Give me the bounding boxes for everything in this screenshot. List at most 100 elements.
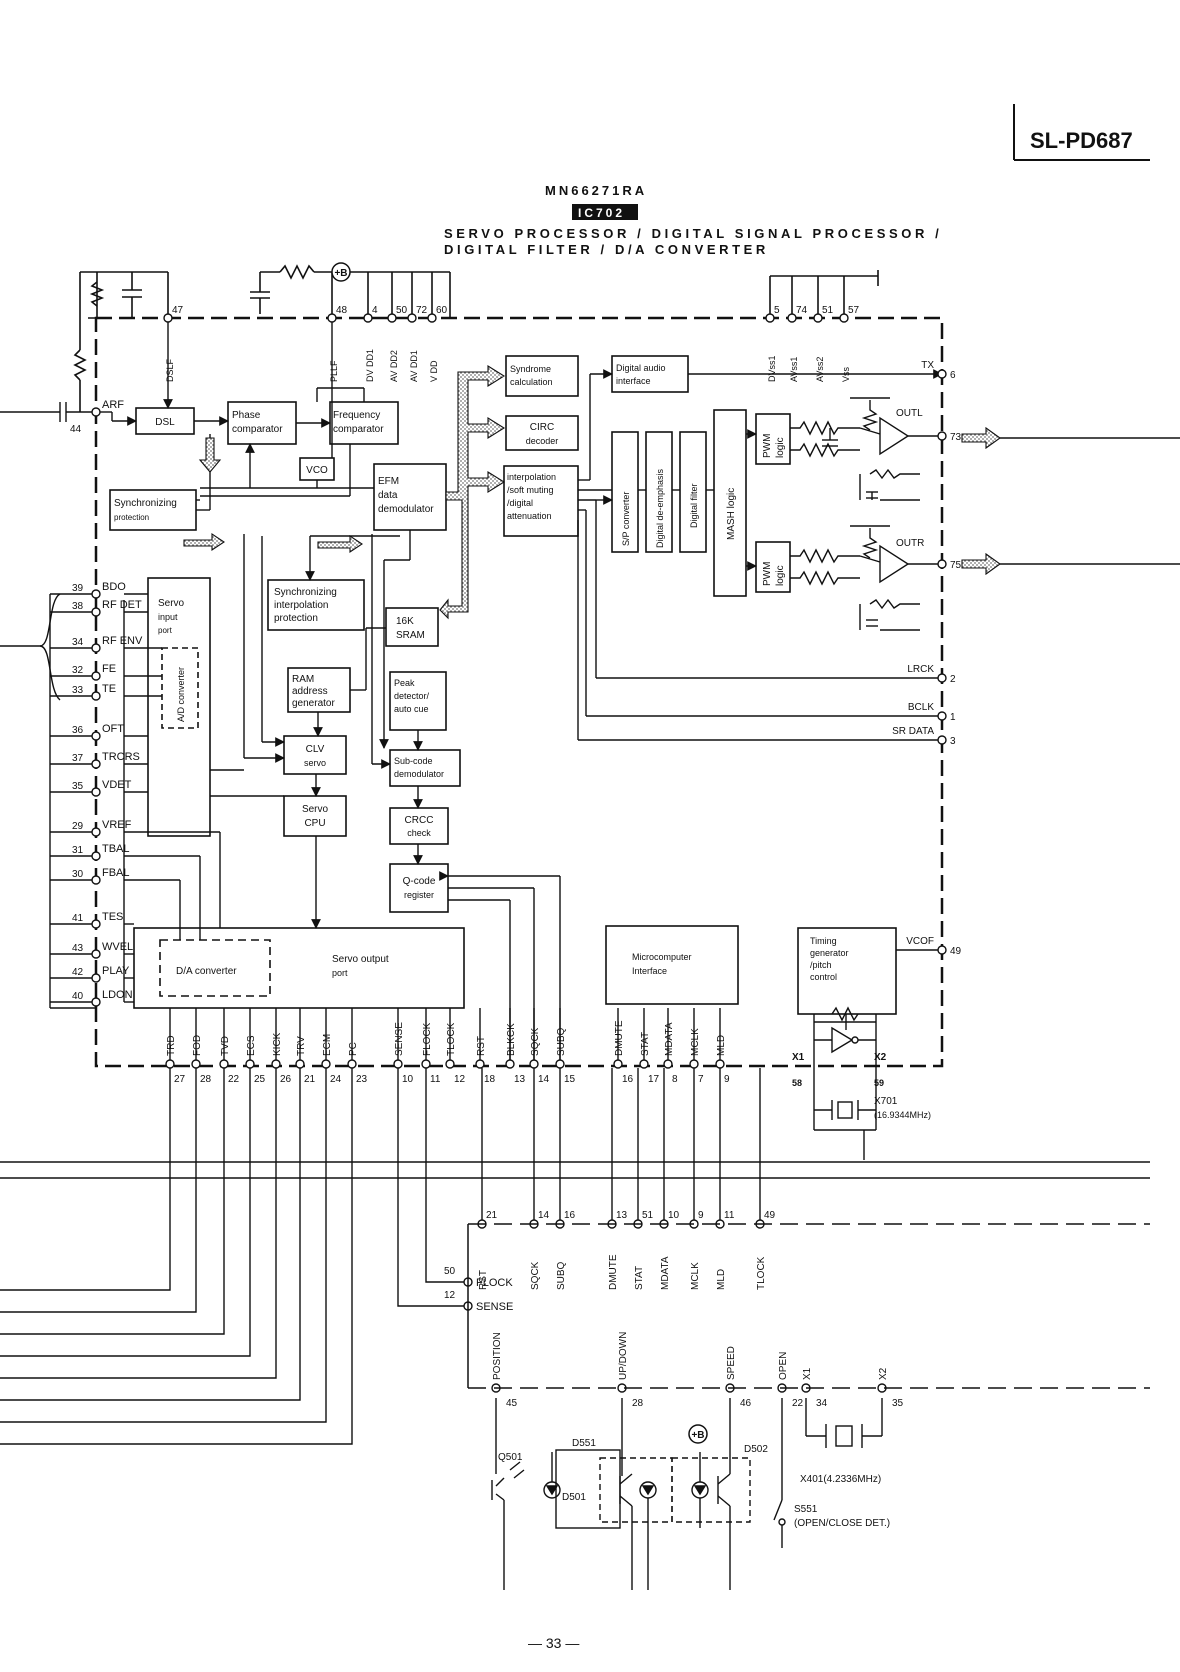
micro-pin-num-16: 16 xyxy=(564,1210,576,1221)
bottom-pin-num-11: 11 xyxy=(430,1074,441,1085)
lower-pin-name-28: UP/DOWN xyxy=(618,1332,629,1380)
left-pin-37-pin-dot xyxy=(91,759,101,769)
left-bus-bundle xyxy=(0,593,96,1009)
left-pin-name-42: PLAY xyxy=(102,965,130,977)
block-da-converter xyxy=(159,939,271,997)
bottom-pin-14-pin-dot xyxy=(529,1059,539,1069)
left-pin-num-30: 30 xyxy=(72,869,84,880)
timing-label1: Timing xyxy=(810,936,837,946)
chip-function-line2: DIGITAL FILTER / D/A CONVERTER xyxy=(444,242,769,257)
block-sync-interpolation xyxy=(267,579,365,631)
bottom-pin-num-26: 26 xyxy=(280,1074,292,1085)
q501-label: Q501 xyxy=(498,1452,523,1463)
bottom-pin-17-pin-dot xyxy=(639,1059,649,1069)
bottom-pin-num-27: 27 xyxy=(174,1074,186,1085)
bottom-pin-name-7: MCLK xyxy=(690,1028,701,1056)
micro-pin-num-9: 9 xyxy=(698,1210,704,1221)
right-pin-75-pin-dot xyxy=(937,559,947,569)
micro-if-label1: Microcomputer xyxy=(632,952,692,962)
micro-pin-num-21: 21 xyxy=(486,1210,498,1221)
right-pin-name-2: LRCK xyxy=(907,664,934,675)
right-pin-1-pin-dot xyxy=(937,711,947,721)
top-pin-57-pin-dot xyxy=(839,313,849,323)
block-phase-comparator xyxy=(227,401,297,445)
sensor-section xyxy=(491,1398,883,1590)
s551-label: S551 xyxy=(794,1504,818,1515)
lower-pin-num-46: 46 xyxy=(740,1398,752,1409)
bottom-pin-9-pin-dot xyxy=(715,1059,725,1069)
left-pin-num-43: 43 xyxy=(72,943,84,954)
top-pin-name-72: AV DD1 xyxy=(409,350,419,382)
bottom-pin-25-pin-dot xyxy=(245,1059,255,1069)
d501-label: D501 xyxy=(562,1492,586,1503)
bottom-pin-name-14: SQCK xyxy=(530,1027,541,1056)
x701-x1-label: X1 xyxy=(792,1052,805,1063)
bottom-pin-name-22: TVD xyxy=(220,1036,231,1056)
lower-pin-name-45: POSITION xyxy=(492,1332,503,1380)
model-number: SL-PD687 xyxy=(1030,128,1133,153)
mash-label: MASH logic xyxy=(726,488,737,540)
pwm1-label2: logic xyxy=(775,437,786,458)
left-pin-name-41: TES xyxy=(102,911,123,923)
data-bus-arrows xyxy=(183,365,1001,620)
bottom-pins: 27TRD28FOD22TVD25ECS26KICK21TRV24ECM23PC… xyxy=(165,1008,730,1085)
chip-function-line1: SERVO PROCESSOR / DIGITAL SIGNAL PROCESS… xyxy=(444,226,942,241)
interp-label4: attenuation xyxy=(507,511,552,521)
micro-pin-name-16: SUBQ xyxy=(556,1261,567,1290)
micro-pin-name-13: DMUTE xyxy=(608,1254,619,1290)
top-pin-num-74: 74 xyxy=(796,305,808,316)
block-ad-converter xyxy=(161,647,199,729)
bottom-pin-name-13: BLKCK xyxy=(506,1023,517,1056)
supply-plus-b-icon: +B xyxy=(331,262,351,282)
micro-pin-name-9: MCLK xyxy=(690,1262,701,1290)
bottom-pin-12-pin-dot xyxy=(445,1059,455,1069)
block-qcode xyxy=(389,863,449,913)
left-pin-num-34: 34 xyxy=(72,637,84,648)
subcode-label1: Sub-code xyxy=(394,756,433,766)
block-micro-interface xyxy=(605,925,739,1005)
micro-side-num-50: 50 xyxy=(444,1266,456,1277)
bottom-pin-num-21: 21 xyxy=(304,1074,316,1085)
x701-pin59: 59 xyxy=(874,1078,884,1088)
bottom-pin-27-pin-dot xyxy=(165,1059,175,1069)
servo-drive-line-23 xyxy=(0,1068,353,1445)
sync-prot-label1: Synchronizing xyxy=(114,498,177,509)
interp-label2: /soft muting xyxy=(507,485,554,495)
top-pin-num-57: 57 xyxy=(848,305,860,316)
bottom-pin-name-17: STAT xyxy=(640,1032,651,1056)
bottom-pin-num-15: 15 xyxy=(564,1074,576,1085)
left-pin-num-37: 37 xyxy=(72,753,84,764)
left-pin-41-pin-dot xyxy=(91,919,101,929)
right-pin-name-1: BCLK xyxy=(908,702,934,713)
block-frequency-comparator xyxy=(329,401,399,445)
bottom-pin-name-10: SENSE xyxy=(394,1022,405,1056)
bottom-pin-23-pin-dot xyxy=(347,1059,357,1069)
top-pin-num-51: 51 xyxy=(822,305,834,316)
circ-label2: decoder xyxy=(526,436,559,446)
left-pin-29-pin-dot xyxy=(91,827,101,837)
top-pin-name-74: AVss1 xyxy=(789,357,799,382)
interp-label3: /digital xyxy=(507,498,533,508)
servo-in-label2: input xyxy=(158,612,178,622)
micro-side-num-12: 12 xyxy=(444,1290,456,1301)
left-pin-num-40: 40 xyxy=(72,991,84,1002)
lower-pin-num-28: 28 xyxy=(632,1398,644,1409)
peak-label2: detector/ xyxy=(394,691,430,701)
top-pin-name-51: AVss2 xyxy=(815,357,825,382)
left-pin-num-41: 41 xyxy=(72,913,84,924)
left-pin-42-pin-dot xyxy=(91,973,101,983)
top-pin-num-47: 47 xyxy=(172,305,184,316)
block-circ xyxy=(505,415,579,451)
lower-pin-num-34: 34 xyxy=(816,1398,828,1409)
efm-label1: EFM xyxy=(378,476,399,487)
bottom-pin-21-pin-dot xyxy=(295,1059,305,1069)
block-peak-detector xyxy=(389,671,447,731)
bottom-pin-name-23: PC xyxy=(348,1042,359,1056)
sense-route xyxy=(397,1068,464,1307)
bottom-pin-16-pin-dot xyxy=(613,1059,623,1069)
top-pin-num-48: 48 xyxy=(336,305,348,316)
bottom-pin-num-12: 12 xyxy=(454,1074,466,1085)
s551-desc: (OPEN/CLOSE DET.) xyxy=(794,1518,890,1529)
